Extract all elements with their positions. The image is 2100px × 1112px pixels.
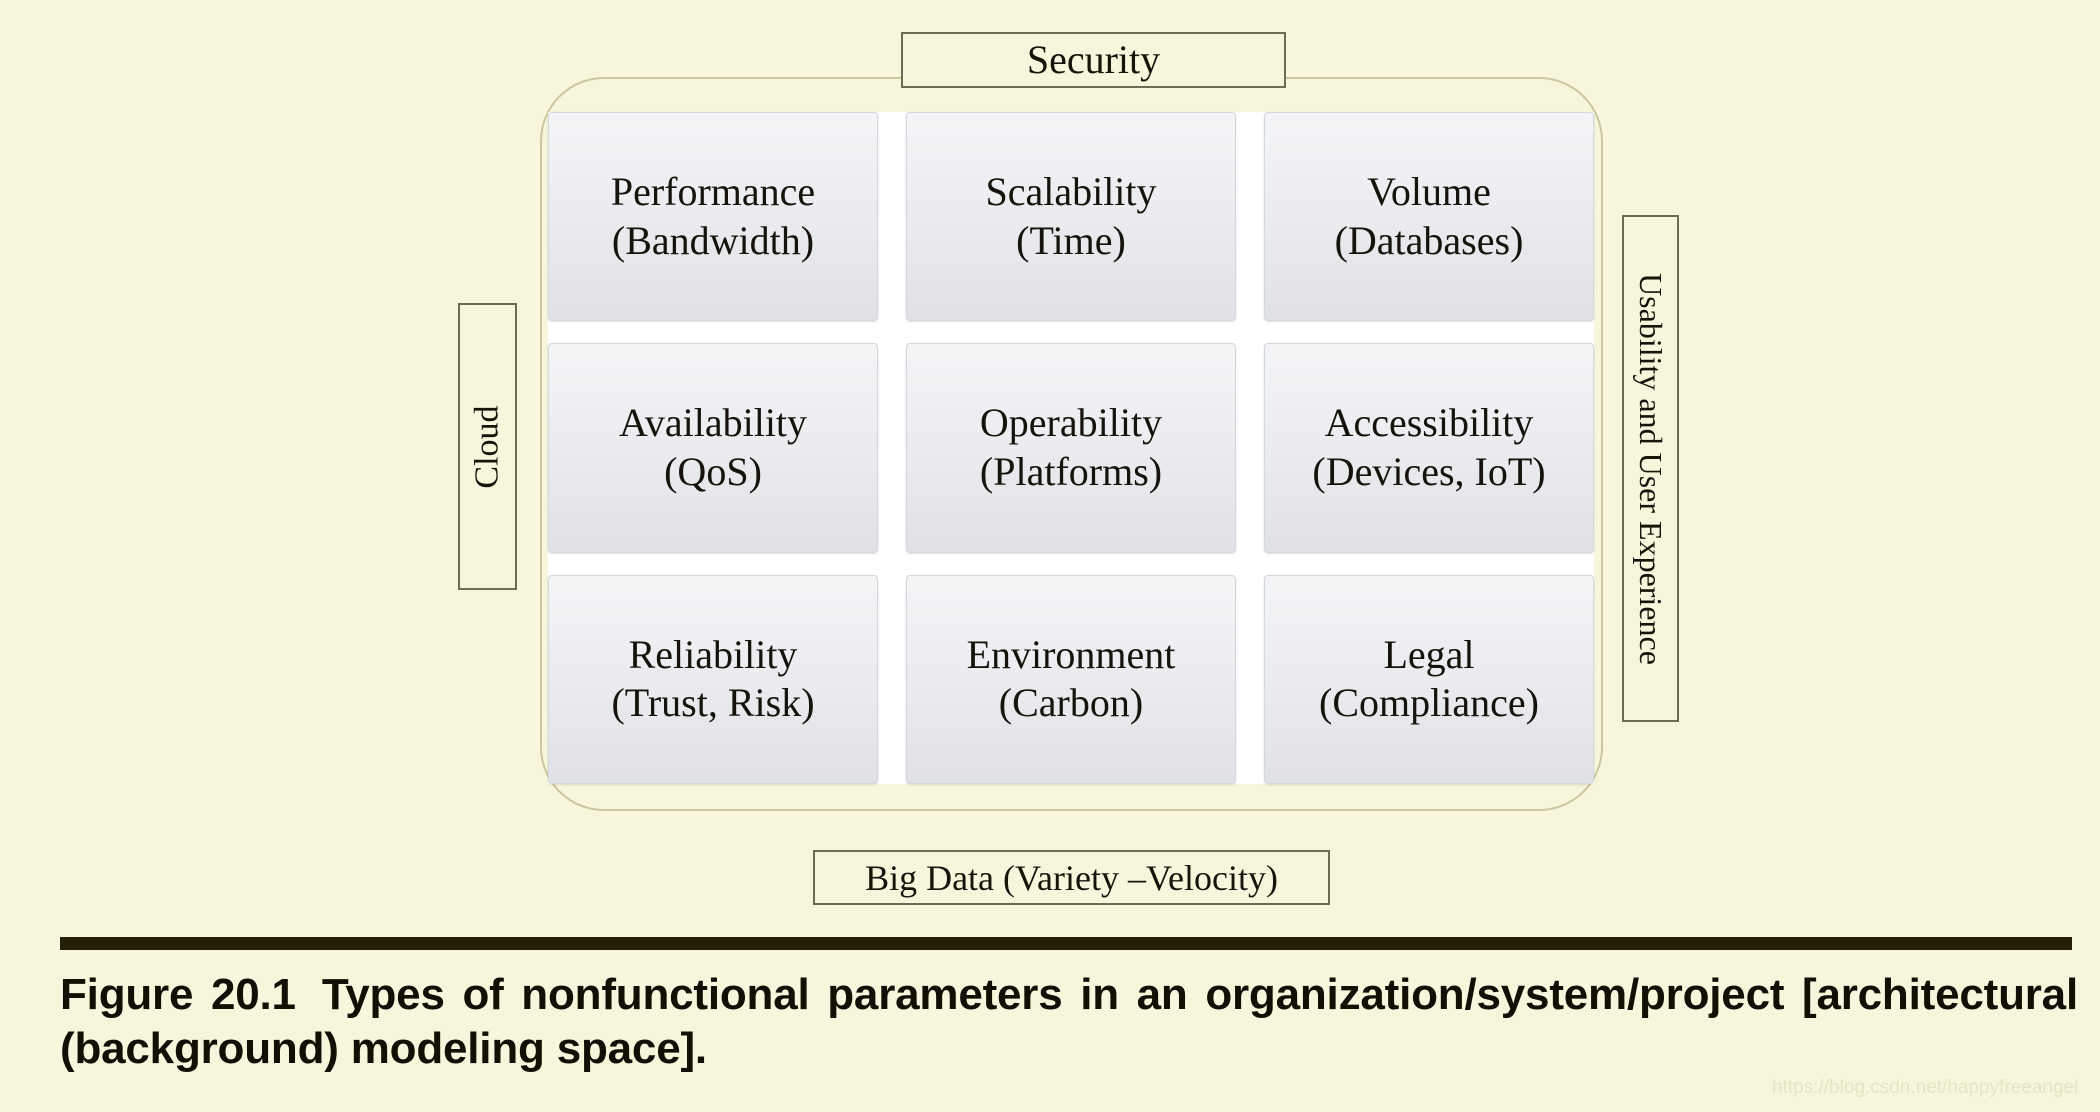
matrix-cell: Performance (Bandwidth) [548, 112, 878, 322]
matrix-cell-detail: (Devices, IoT) [1312, 448, 1546, 494]
matrix-cell-title: Reliability [628, 631, 798, 677]
edge-label-cloud: Cloud [458, 303, 517, 590]
edge-label-usability-text: Usability and User Experience [1632, 272, 1669, 665]
matrix-cell-detail: (Compliance) [1319, 680, 1539, 726]
matrix-cell: Accessibility (Devices, IoT) [1264, 343, 1594, 553]
matrix-cell-detail: (Carbon) [998, 680, 1144, 726]
watermark: https://blog.csdn.net/happyfreeangel [1772, 1077, 2079, 1098]
nonfunctional-parameter-matrix: Performance (Bandwidth) Scalability (Tim… [548, 112, 1594, 784]
matrix-cell: Scalability (Time) [906, 112, 1236, 322]
figure-caption-text: Types of nonfunctional parameters in an … [60, 970, 2078, 1073]
matrix-cell-title: Availability [618, 400, 808, 446]
edge-label-big-data: Big Data (Variety –Velocity) [813, 850, 1330, 905]
matrix-cell-detail: (Trust, Risk) [611, 680, 815, 726]
edge-label-usability-and-user-experience: Usability and User Experience [1622, 215, 1679, 722]
figure-number: Figure 20.1 [60, 970, 296, 1019]
edge-label-security-text: Security [1026, 37, 1161, 82]
matrix-cell-title: Performance [610, 168, 816, 214]
matrix-cell-title: Environment [966, 631, 1176, 677]
edge-label-big-data-text: Big Data (Variety –Velocity) [865, 857, 1278, 898]
matrix-cell-title: Volume [1367, 168, 1491, 214]
matrix-cell-detail: (Bandwidth) [611, 217, 815, 263]
matrix-cell-title: Accessibility [1324, 400, 1534, 446]
matrix-cell-detail: (Platforms) [979, 448, 1163, 494]
edge-label-cloud-text: Cloud [468, 404, 506, 489]
matrix-cell-detail: (QoS) [664, 448, 762, 494]
matrix-cell-title: Scalability [985, 168, 1157, 214]
matrix-cell-detail: (Databases) [1334, 217, 1524, 263]
edge-label-security: Security [901, 32, 1286, 88]
matrix-cell-title: Legal [1383, 631, 1475, 677]
matrix-cell-title: Operability [979, 400, 1163, 446]
matrix-cell: Reliability (Trust, Risk) [548, 574, 878, 784]
matrix-cell: Operability (Platforms) [906, 343, 1236, 553]
caption-divider [60, 937, 2072, 950]
matrix-cell: Availability (QoS) [548, 343, 878, 553]
matrix-cell: Environment (Carbon) [906, 574, 1236, 784]
matrix-cell-detail: (Time) [1016, 217, 1126, 263]
matrix-cell: Volume (Databases) [1264, 112, 1594, 322]
matrix-cell: Legal (Compliance) [1264, 574, 1594, 784]
